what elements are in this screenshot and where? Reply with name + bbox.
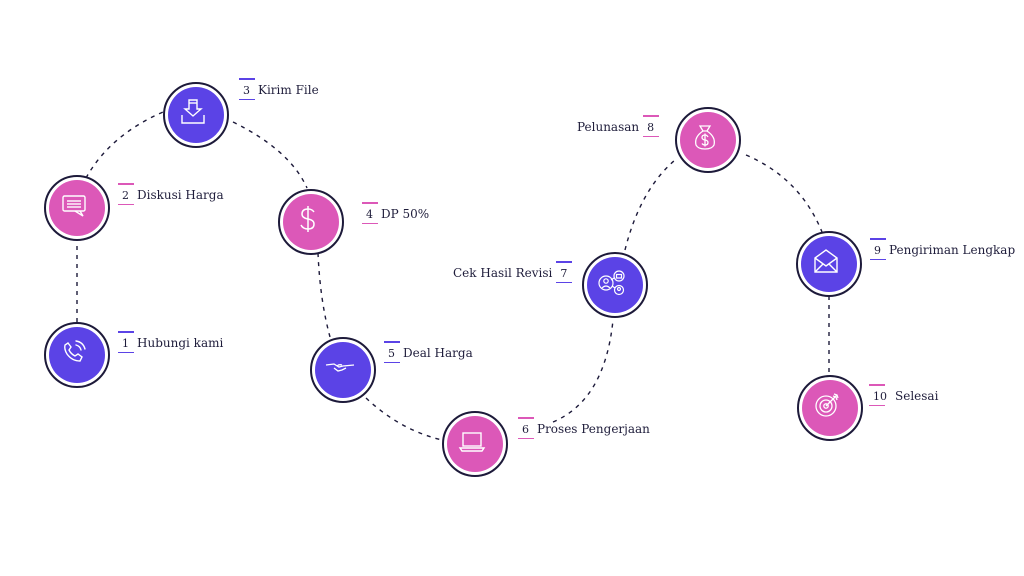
step-9-node[interactable] — [796, 231, 862, 297]
step-6-node[interactable] — [442, 411, 508, 477]
step-4-text: DP 50% — [381, 207, 430, 221]
step-8-label: Pelunasan 8 — [577, 115, 660, 137]
handshake-icon — [325, 363, 355, 372]
step-3-node[interactable] — [163, 82, 229, 148]
review-icon — [598, 270, 625, 296]
target-icon — [815, 393, 839, 417]
step-5-node[interactable] — [310, 337, 376, 403]
step-1-text: Hubungi kami — [137, 336, 224, 350]
chat-icon — [62, 195, 86, 217]
step-2-label: 2 Diskusi Harga — [118, 183, 224, 205]
step-5-text: Deal Harga — [403, 346, 473, 360]
step-9-number: 9 — [870, 238, 886, 260]
envelope-icon — [814, 249, 838, 273]
step-9-text: Pengiriman Lengkap — [889, 243, 1016, 257]
step-9-label: 9 Pengiriman Lengkap — [870, 238, 1016, 260]
money-bag-icon — [695, 125, 715, 150]
step-6-number: 6 — [518, 417, 534, 439]
step-7-number: 7 — [556, 261, 573, 283]
step-1-number: 1 — [118, 331, 134, 353]
step-8-number: 8 — [643, 115, 660, 137]
step-10-text: Selesai — [895, 389, 939, 403]
step-1-node[interactable] — [44, 322, 110, 388]
step-4-number: 4 — [362, 202, 378, 224]
step-2-node[interactable] — [44, 175, 110, 241]
step-1-label: 1 Hubungi kami — [118, 331, 224, 353]
dollar-icon — [300, 206, 315, 232]
step-2-number: 2 — [118, 183, 134, 205]
step-8-text: Pelunasan — [577, 120, 640, 134]
step-10-number: 10 — [869, 384, 887, 406]
step-3-number: 3 — [239, 78, 255, 100]
step-10-label: 10 Selesai — [869, 384, 939, 406]
step-7-node[interactable] — [582, 252, 648, 318]
step-4-label: 4 DP 50% — [362, 202, 430, 224]
step-2-text: Diskusi Harga — [137, 188, 224, 202]
phone-icon — [64, 340, 86, 362]
step-6-text: Proses Pengerjaan — [537, 422, 650, 436]
step-7-text: Cek Hasil Revisi — [453, 266, 553, 280]
step-7-label: Cek Hasil Revisi 7 — [453, 261, 573, 283]
step-3-text: Kirim File — [258, 83, 319, 97]
step-4-node[interactable] — [278, 189, 344, 255]
download-icon — [181, 99, 205, 124]
step-5-number: 5 — [384, 341, 400, 363]
laptop-icon — [458, 432, 486, 452]
step-10-node[interactable] — [797, 375, 863, 441]
step-5-label: 5 Deal Harga — [384, 341, 473, 363]
step-6-label: 6 Proses Pengerjaan — [518, 417, 650, 439]
step-8-node[interactable] — [675, 107, 741, 173]
step-3-label: 3 Kirim File — [239, 78, 319, 100]
